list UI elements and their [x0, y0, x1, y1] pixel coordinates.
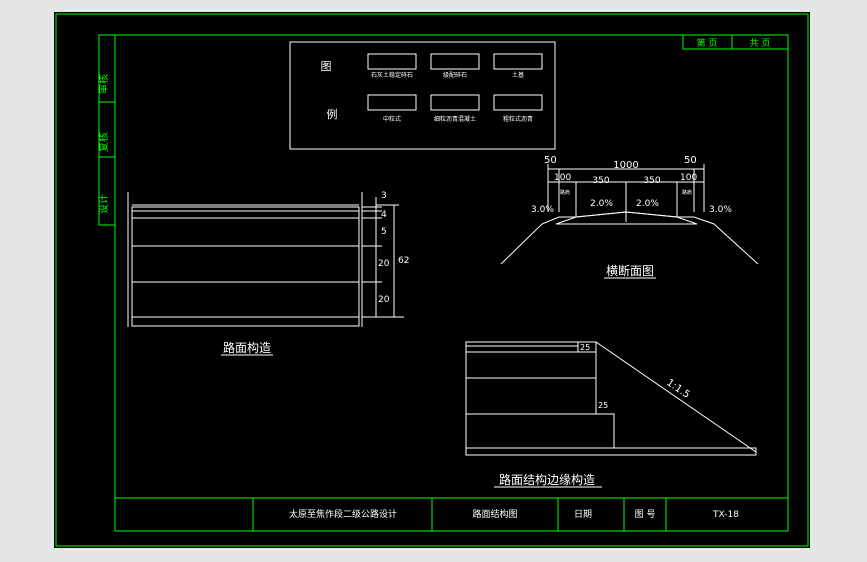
legend-label-lime-gravel: 石灰土稳定碎石 — [371, 71, 413, 79]
legend-label-subgrade: 土基 — [512, 71, 524, 79]
legend-label-graded-gravel: 级配碎石 — [443, 71, 467, 79]
pavement-title: 路面构造 — [223, 340, 271, 355]
cs-slope-mid-right: 2.0% — [636, 199, 659, 209]
cs-slope-right: 3.0% — [709, 205, 732, 215]
title-project: 太原至焦作段二级公路设计 — [289, 508, 397, 520]
cs-shoulder-left: 路肩 — [560, 189, 570, 196]
edge-structure: 25 25 1:1.5 路面结构边缘构造 — [465, 341, 757, 488]
edge-slope: 1:1.5 — [664, 377, 691, 400]
layer-subbase — [131, 245, 360, 283]
drawing-sheet: 第 页 共 页 审核 复核 设计 图 例 石灰土稳定碎石 级配碎石 — [54, 12, 810, 548]
cs-dim-350-right: 350 — [643, 176, 660, 186]
cross-section: 50 1000 50 100 350 350 100 路肩 路肩 3.0% 2.… — [500, 155, 759, 279]
title-drawing: 路面结构图 — [472, 508, 517, 520]
edge-title: 路面结构边缘构造 — [499, 472, 595, 487]
dim-total: 62 — [398, 256, 409, 266]
cross-section-title: 横断面图 — [606, 263, 654, 278]
legend-swatch-graded-gravel — [430, 53, 480, 70]
sheet-number-label: 第 页 — [697, 37, 718, 49]
signature-check: 复核 — [97, 132, 110, 152]
legend-label-medium: 中粒式 — [383, 115, 401, 123]
legend-label-coarse-asphalt: 粗粒式沥青 — [503, 115, 533, 123]
page-header-box: 第 页 共 页 — [682, 34, 789, 50]
cs-slope-left: 3.0% — [531, 205, 554, 215]
cs-dim-50-right: 50 — [684, 155, 697, 166]
title-no-label: 图 号 — [635, 509, 656, 520]
layer-surface — [131, 206, 360, 212]
cs-dim-1000: 1000 — [613, 160, 638, 171]
signature-review: 审核 — [97, 74, 110, 94]
outer-frame — [55, 13, 809, 547]
legend-swatch-subgrade — [493, 53, 543, 70]
drawing-canvas: 第 页 共 页 审核 复核 设计 图 例 石灰土稳定碎石 级配碎石 — [55, 13, 809, 547]
edge-dim-step: 25 — [598, 401, 608, 410]
cs-shoulder-right: 路肩 — [682, 189, 692, 196]
pavement-structure: 3 4 5 20 20 62 路面构造 — [127, 191, 409, 356]
signature-column: 审核 复核 设计 — [97, 34, 116, 226]
layer-gravel — [131, 281, 360, 318]
signature-design: 设计 — [97, 194, 110, 214]
legend-swatch-medium — [367, 94, 417, 111]
legend-swatch-lime-gravel — [367, 53, 417, 70]
dim-layer-4: 20 — [378, 259, 390, 269]
dim-layer-3: 5 — [381, 227, 387, 237]
dim-layer-2: 4 — [381, 210, 387, 220]
cs-dim-100-left: 100 — [554, 173, 571, 183]
title-no-value: TX-18 — [712, 510, 739, 520]
legend-swatch-coarse-asphalt — [493, 94, 543, 111]
legend-title-2: 例 — [327, 107, 338, 121]
edge-dim-top: 25 — [580, 343, 590, 352]
title-block: 太原至焦作段二级公路设计 路面结构图 日期 图 号 TX-18 — [114, 497, 789, 532]
inner-frame — [114, 34, 789, 532]
legend-title-1: 图 — [321, 60, 332, 73]
dim-layer-1: 3 — [381, 191, 387, 201]
layer-subgrade — [131, 316, 360, 327]
dim-layer-5: 20 — [378, 295, 390, 305]
cs-dim-50-left: 50 — [544, 155, 557, 166]
legend-label-fine-asphalt: 细粒沥青混凝土 — [434, 115, 476, 123]
layer-medium — [131, 210, 360, 219]
legend-swatch-fine-asphalt — [430, 94, 480, 111]
title-date-label: 日期 — [574, 509, 592, 520]
legend-box: 图 例 石灰土稳定碎石 级配碎石 土基 中粒式 细粒沥青混凝土 粗粒式沥青 — [289, 41, 556, 150]
cs-dim-350-left: 350 — [592, 176, 609, 186]
cs-slope-mid-left: 2.0% — [590, 199, 613, 209]
sheet-total-label: 共 页 — [750, 38, 771, 49]
cs-dim-100-right: 100 — [680, 173, 697, 183]
layer-base — [131, 217, 360, 247]
